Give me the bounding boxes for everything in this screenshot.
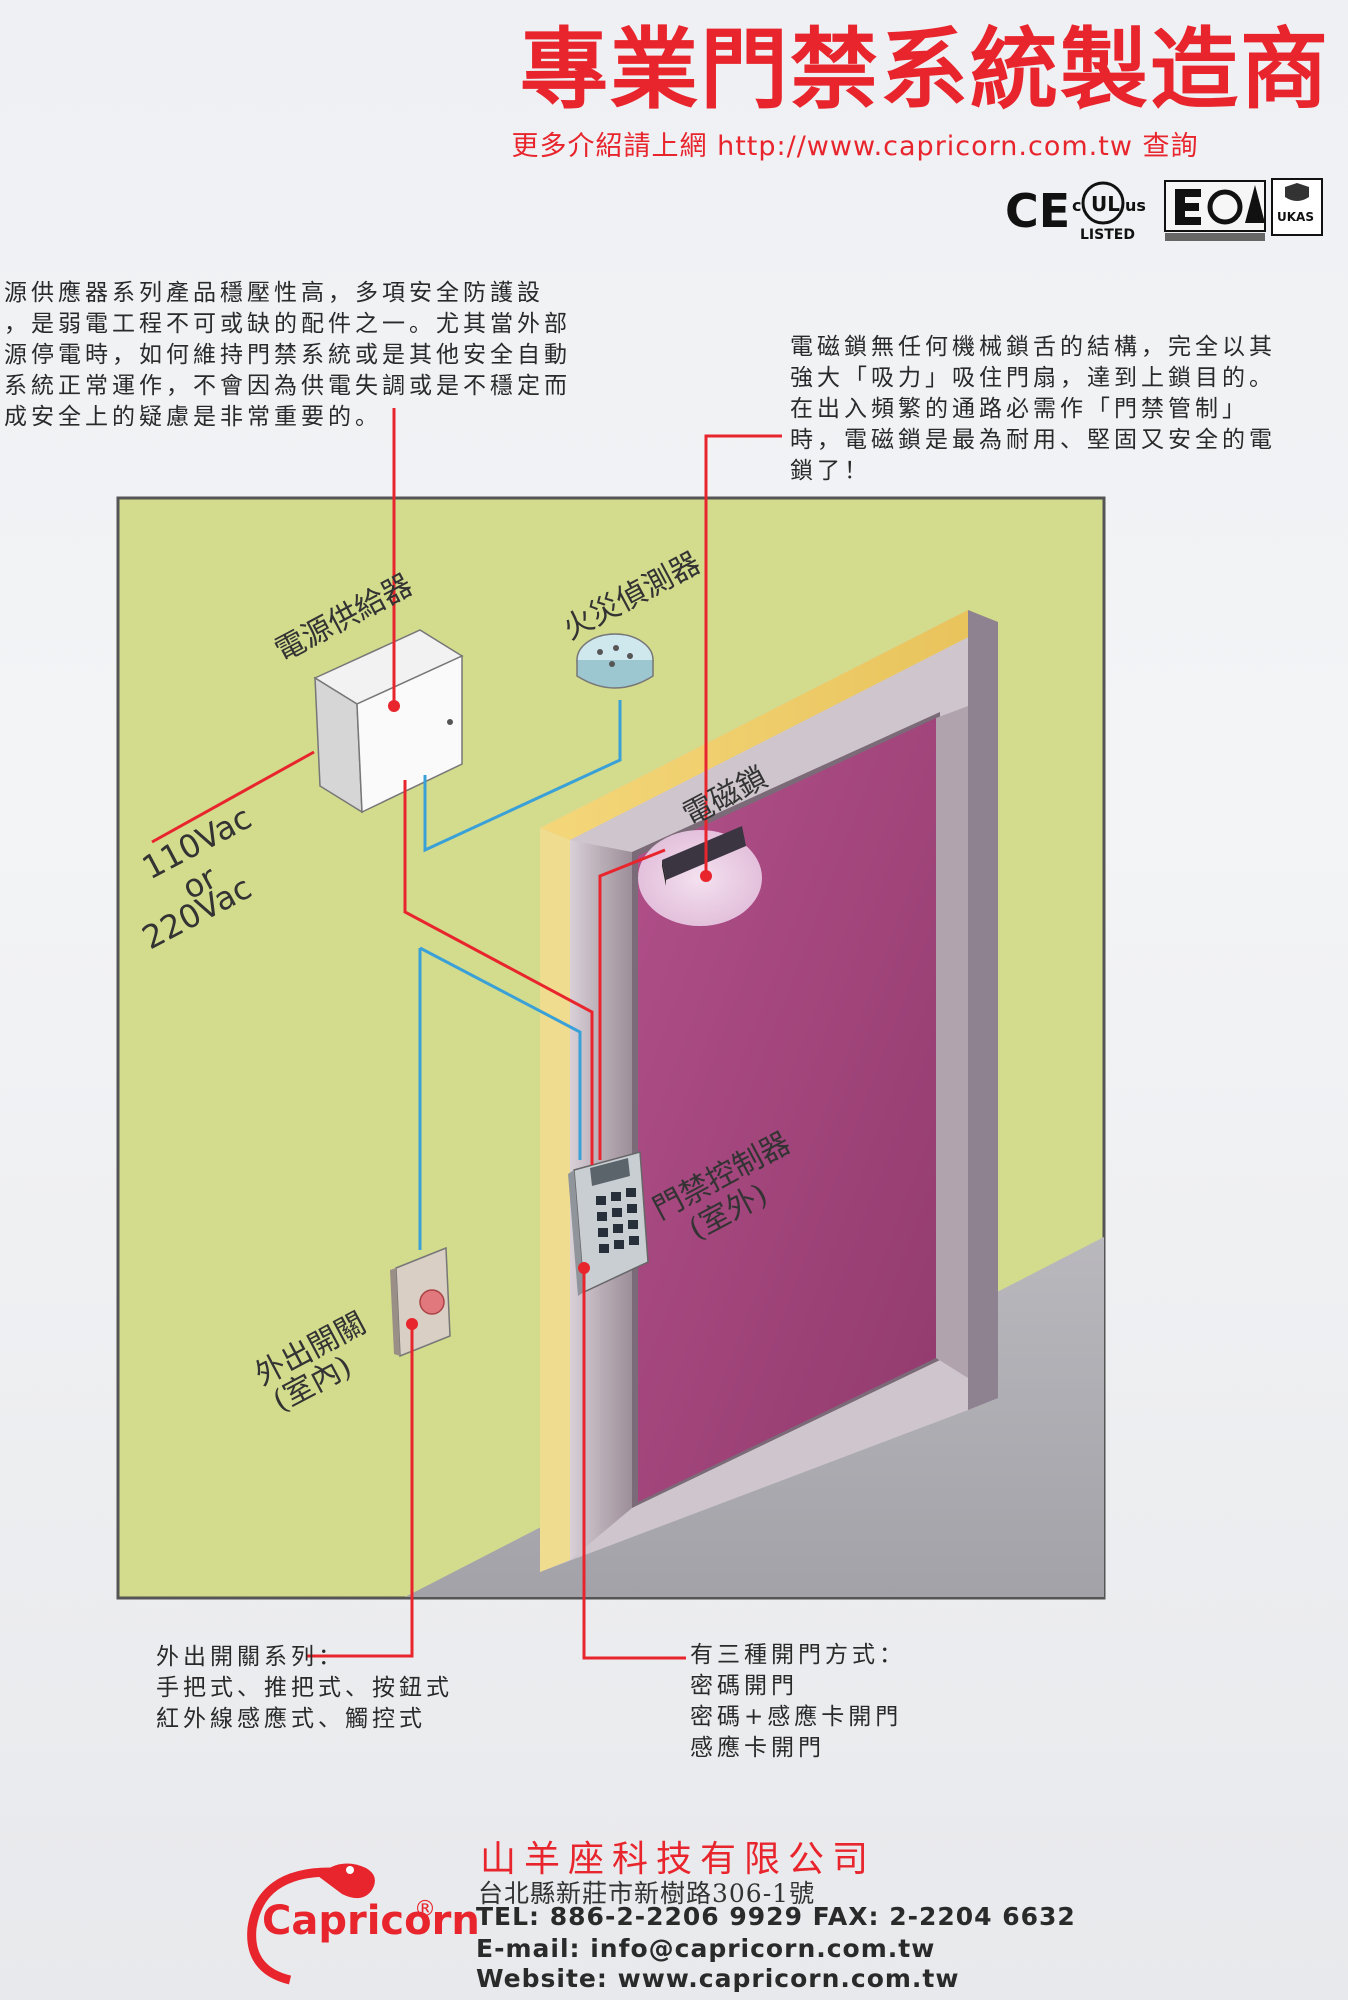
svg-text:UKAS: UKAS — [1277, 210, 1314, 224]
door-frame — [540, 610, 998, 1572]
magnetic-lock-device — [662, 826, 746, 886]
blue-wiring — [418, 700, 622, 1250]
exit-switch-note: 外出開關系列： 手把式、推把式、按鈕式 紅外線感應式、觸控式 — [156, 1644, 453, 1732]
svg-text:us: us — [1125, 196, 1146, 215]
company-website[interactable]: Website: www.capricorn.com.tw — [476, 1964, 960, 1993]
company-tel-fax: TEL: 886-2-2206 9929 FAX: 2-2204 6632 — [476, 1902, 1076, 1931]
ce-mark: CE — [1005, 184, 1070, 238]
company-name: 山羊座科技有限公司 — [480, 1839, 877, 1880]
ukas-mark: UKAS — [1271, 178, 1323, 236]
ul-mark: c UL us LISTED — [1072, 181, 1146, 243]
company-email[interactable]: E-mail: info@capricorn.com.tw — [476, 1934, 936, 1963]
svg-text:c: c — [1072, 196, 1081, 215]
page-title: 專業門禁系統製造商 — [519, 18, 1330, 121]
capricorn-logo-icon — [247, 1863, 375, 1985]
svg-text:LISTED: LISTED — [1080, 227, 1135, 243]
door-modes-note: 有三種開門方式： 密碼開門 密碼+感應卡開門 感應卡開門 — [690, 1642, 906, 1761]
power-supply-box — [313, 629, 464, 814]
svg-text:UL: UL — [1091, 192, 1120, 216]
power-supply-note: 源供應器系列產品穩壓性高，多項安全防護設 ，是弱電工程不可或缺的配件之一。尤其當… — [4, 280, 571, 430]
callout-dots — [388, 700, 712, 1330]
company-logo-text: Capricorn — [262, 1898, 480, 1944]
maglock-note: 電磁鎖無任何機械鎖舌的結構，完全以其 強大「吸力」吸住門扇，達到上鎖目的。 在出… — [790, 334, 1276, 484]
company-address: 台北縣新莊市新樹路306-1號 — [478, 1879, 816, 1908]
maglock-glow — [638, 830, 762, 926]
fire-detector-device — [576, 633, 654, 689]
eqa-mark — [1164, 180, 1266, 241]
red-wiring — [403, 780, 666, 1165]
certification-marks: CE c UL us LISTED UKAS — [1005, 178, 1323, 243]
callout-lines — [151, 408, 782, 1660]
website-subtitle: 更多介紹請上網 http://www.capricorn.com.tw 查詢 — [511, 131, 1199, 162]
registered-mark: ® — [414, 1897, 436, 1922]
